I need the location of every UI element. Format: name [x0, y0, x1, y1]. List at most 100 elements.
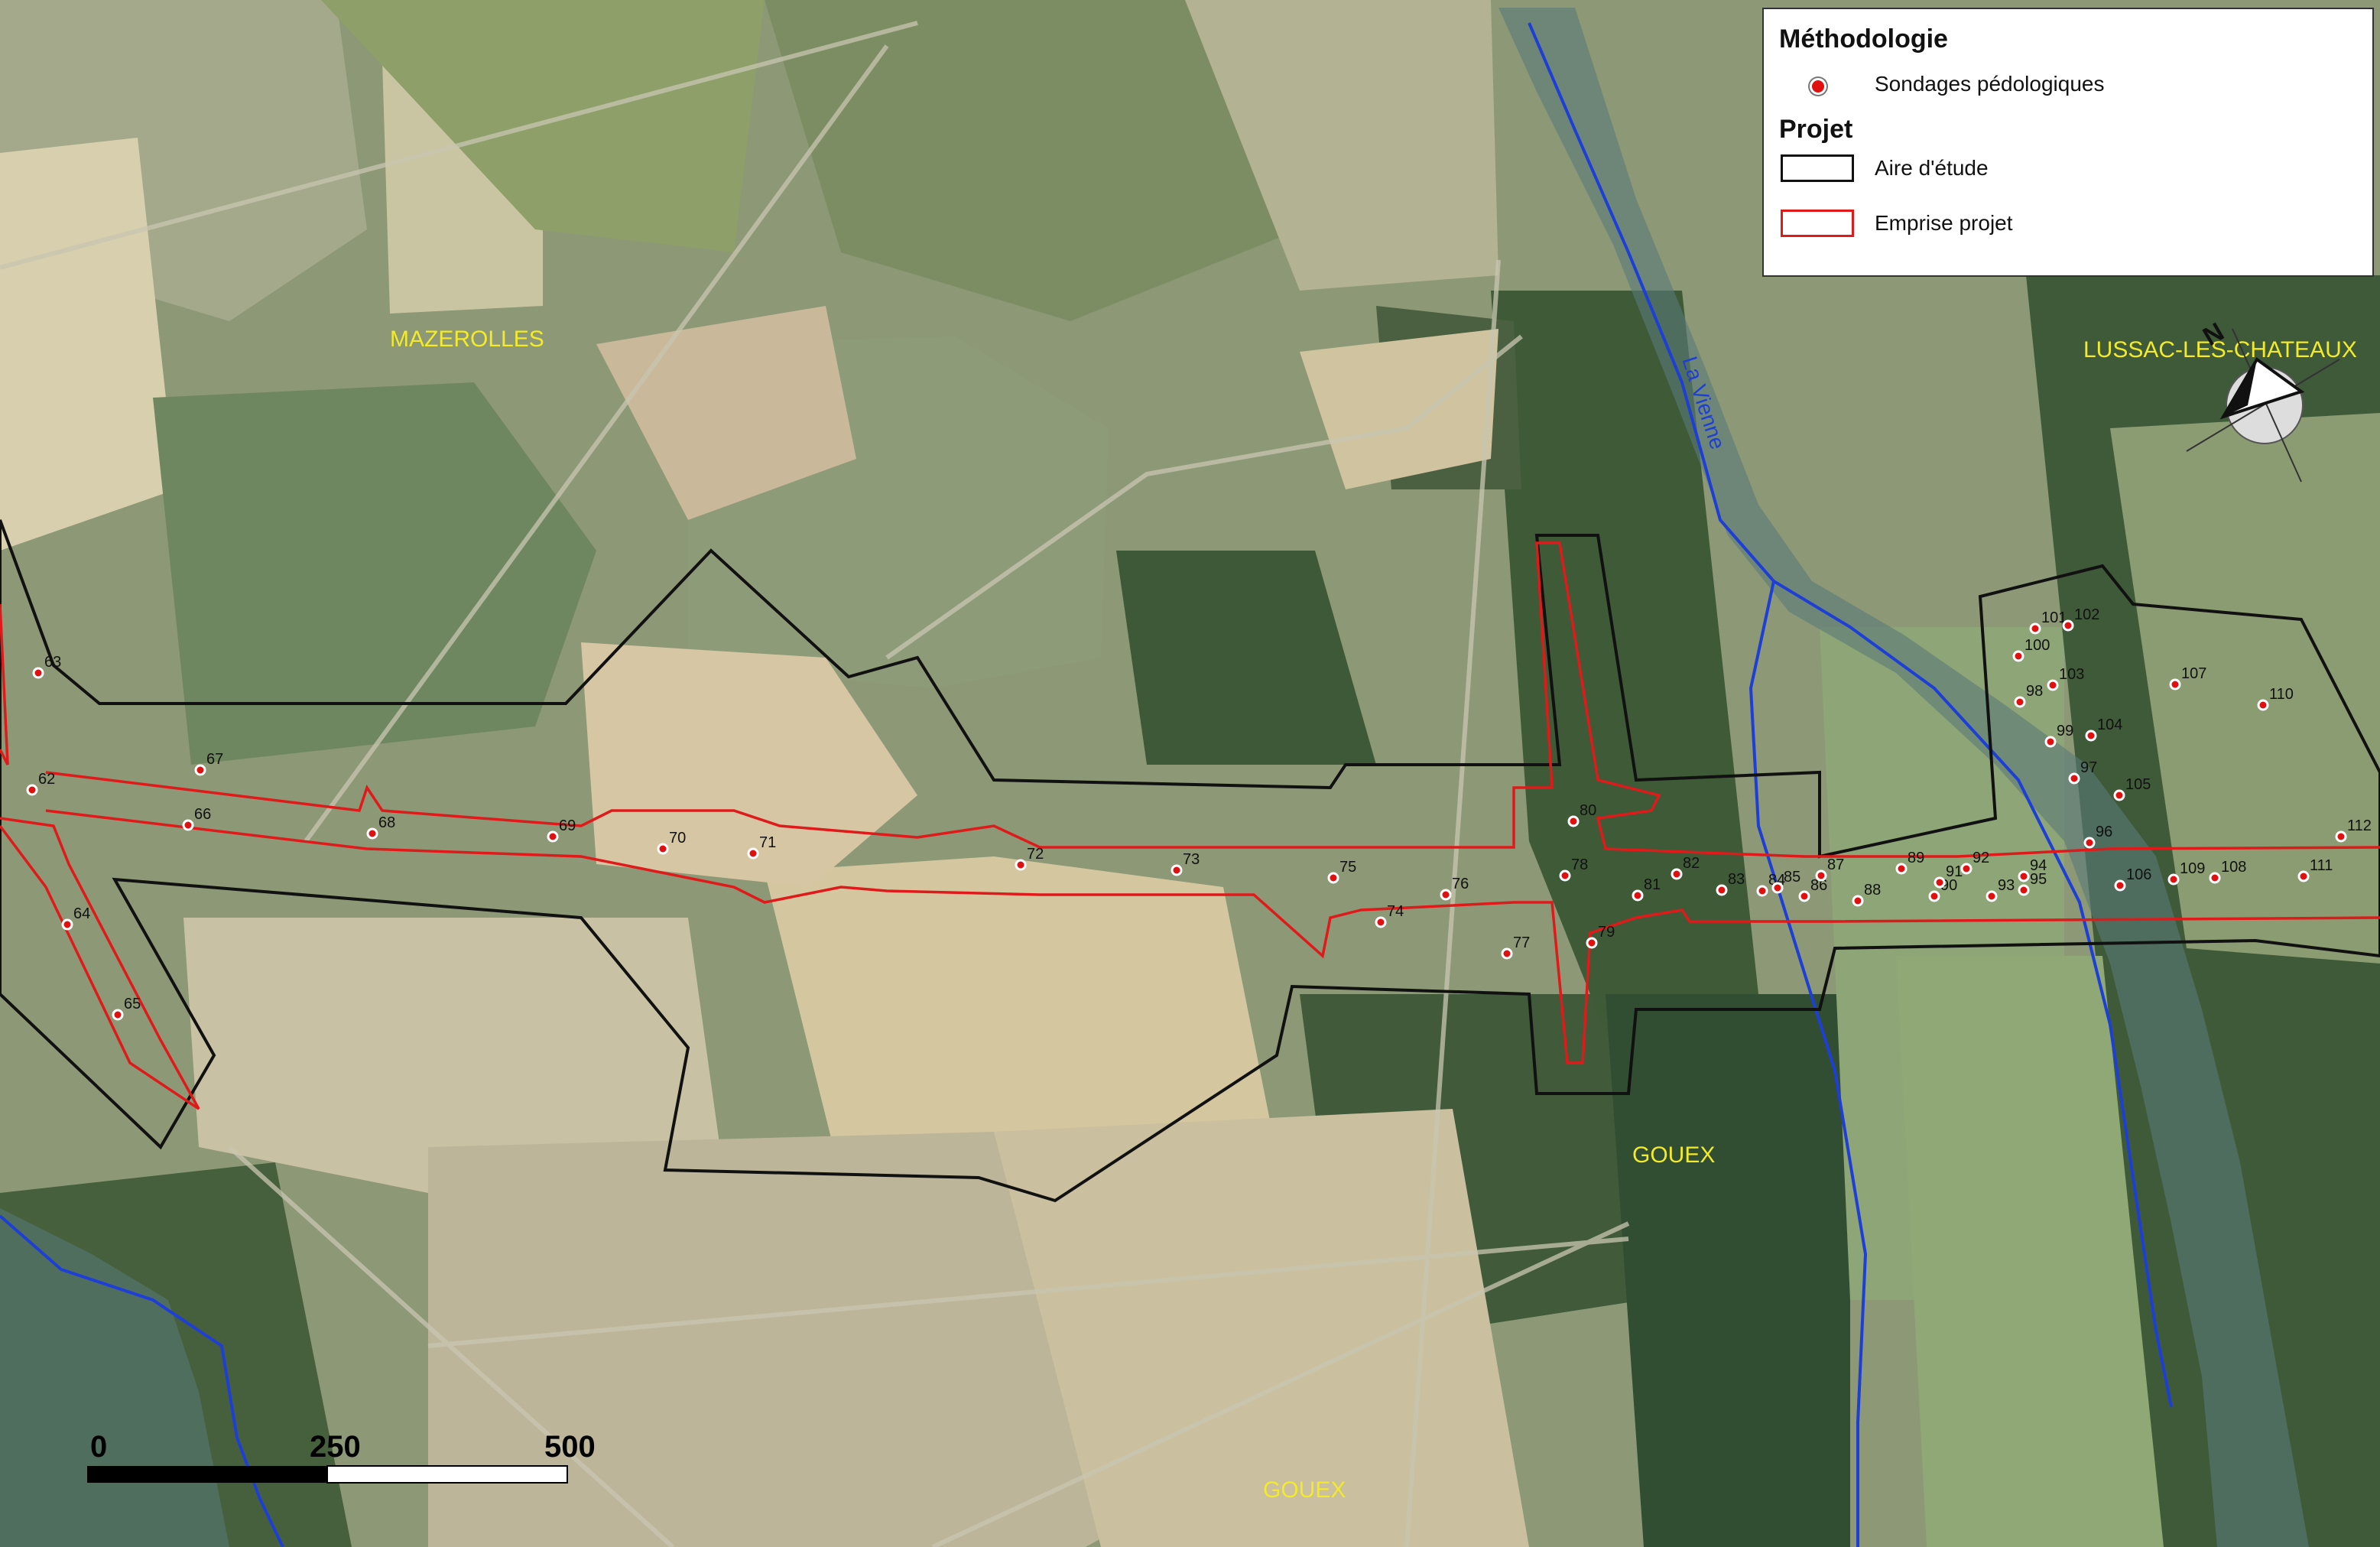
sondage-marker[interactable] [1716, 884, 1728, 896]
sondage-marker[interactable] [2335, 830, 2347, 843]
sondage-marker[interactable] [1567, 815, 1580, 827]
sondage-marker[interactable] [2169, 678, 2181, 691]
sondage-point-101[interactable]: 101 [2029, 609, 2067, 635]
sondage-point-85[interactable]: 85 [1771, 869, 1800, 894]
sondage-point-112[interactable]: 112 [2335, 817, 2372, 843]
sondage-marker[interactable] [2044, 736, 2057, 748]
sondage-marker[interactable] [2068, 772, 2080, 785]
sondage-marker[interactable] [1632, 889, 1644, 902]
sondage-point-98[interactable]: 98 [2014, 683, 2043, 708]
sondage-marker[interactable] [1327, 872, 1339, 884]
sondage-point-86[interactable]: 86 [1798, 877, 1827, 902]
sondage-point-72[interactable]: 72 [1015, 846, 1044, 871]
sondage-marker[interactable] [1756, 885, 1768, 897]
sondage-point-94[interactable]: 94 [2018, 857, 2047, 882]
sondage-marker[interactable] [182, 819, 194, 831]
sondage-marker[interactable] [112, 1009, 124, 1021]
sondage-point-80[interactable]: 80 [1567, 802, 1596, 827]
sondage-marker[interactable] [1440, 889, 1452, 901]
sondage-marker[interactable] [2257, 699, 2269, 711]
sondage-point-103[interactable]: 103 [2047, 666, 2084, 691]
sondage-marker[interactable] [1015, 859, 1027, 871]
sondage-point-110[interactable]: 110 [2257, 686, 2294, 711]
sondage-marker[interactable] [1815, 869, 1827, 882]
sondage-point-64[interactable]: 64 [61, 905, 90, 931]
sondage-point-62[interactable]: 62 [26, 771, 55, 796]
sondage-marker[interactable] [2113, 789, 2125, 801]
sondage-point-99[interactable]: 99 [2044, 723, 2073, 748]
sondage-marker[interactable] [2047, 679, 2059, 691]
sondage-point-105[interactable]: 105 [2113, 776, 2151, 801]
sondage-marker[interactable] [1895, 863, 1908, 875]
sondage-point-96[interactable]: 96 [2083, 824, 2112, 849]
sondage-point-109[interactable]: 109 [2167, 860, 2205, 886]
sondage-point-81[interactable]: 81 [1632, 876, 1661, 902]
sondage-marker[interactable] [194, 764, 206, 776]
sondage-point-102[interactable]: 102 [2062, 606, 2099, 632]
sondage-marker[interactable] [1671, 868, 1683, 880]
sondage-marker[interactable] [2085, 730, 2097, 742]
sondage-marker[interactable] [1771, 882, 1784, 894]
sondage-marker[interactable] [1501, 947, 1513, 960]
sondage-point-83[interactable]: 83 [1716, 871, 1745, 896]
sondage-marker[interactable] [26, 784, 38, 796]
sondage-point-73[interactable]: 73 [1171, 851, 1200, 876]
sondage-marker[interactable] [2114, 879, 2126, 892]
sondage-point-79[interactable]: 79 [1586, 924, 1615, 949]
sondage-point-97[interactable]: 97 [2068, 759, 2097, 785]
sondage-point-75[interactable]: 75 [1327, 859, 1356, 884]
sondage-point-104[interactable]: 104 [2085, 717, 2122, 742]
sondage-point-77[interactable]: 77 [1501, 934, 1530, 960]
sondage-point-67[interactable]: 67 [194, 751, 223, 776]
sondage-marker[interactable] [2014, 696, 2026, 708]
sondage-marker[interactable] [2062, 619, 2074, 632]
sondage-marker[interactable] [1586, 937, 1598, 949]
sondage-point-63[interactable]: 63 [32, 654, 61, 679]
sondage-marker[interactable] [2083, 837, 2096, 849]
sondage-marker[interactable] [1559, 869, 1571, 882]
sondage-marker[interactable] [366, 827, 378, 840]
sondage-point-70[interactable]: 70 [657, 830, 686, 855]
sondage-marker[interactable] [747, 847, 759, 860]
sondage-point-69[interactable]: 69 [547, 817, 576, 843]
sondage-point-65[interactable]: 65 [112, 996, 141, 1021]
sondage-marker[interactable] [1375, 916, 1387, 928]
sondage-point-82[interactable]: 82 [1671, 855, 1700, 880]
sondage-marker[interactable] [32, 667, 44, 679]
sondage-marker[interactable] [2018, 884, 2030, 896]
sondage-point-106[interactable]: 106 [2114, 866, 2151, 892]
sondage-point-78[interactable]: 78 [1559, 856, 1588, 882]
sondage-marker[interactable] [547, 830, 559, 843]
sondage-point-100[interactable]: 100 [2012, 637, 2050, 662]
sondage-point-107[interactable]: 107 [2169, 665, 2206, 691]
sondage-point-88[interactable]: 88 [1852, 882, 1881, 907]
sondage-marker[interactable] [2018, 870, 2030, 882]
sondage-point-76[interactable]: 76 [1440, 876, 1469, 901]
sondage-point-95[interactable]: 95 [2018, 871, 2047, 896]
sondage-point-111[interactable]: 111 [2297, 857, 2333, 882]
sondage-point-87[interactable]: 87 [1815, 856, 1844, 882]
sondage-marker[interactable] [2029, 622, 2041, 635]
sondage-point-91[interactable]: 91 [1934, 863, 1963, 889]
sondage-point-93[interactable]: 93 [1985, 877, 2015, 902]
sondage-marker[interactable] [2297, 870, 2310, 882]
sondage-point-71[interactable]: 71 [747, 834, 776, 860]
sondage-marker[interactable] [657, 843, 669, 855]
sondage-marker[interactable] [1934, 876, 1946, 889]
sondage-point-74[interactable]: 74 [1375, 903, 1404, 928]
sondage-marker[interactable] [1960, 863, 1973, 875]
sondage-marker[interactable] [2012, 650, 2024, 662]
sondage-marker[interactable] [61, 918, 73, 931]
sondage-point-68[interactable]: 68 [366, 814, 395, 840]
sondage-marker[interactable] [1798, 890, 1810, 902]
sondage-marker[interactable] [2209, 872, 2221, 884]
sondage-marker[interactable] [1852, 895, 1864, 907]
sondage-marker[interactable] [1928, 890, 1940, 902]
sondage-marker[interactable] [1985, 890, 1998, 902]
sondage-marker[interactable] [2167, 873, 2180, 886]
sondage-point-66[interactable]: 66 [182, 806, 211, 831]
sondage-point-108[interactable]: 108 [2209, 859, 2246, 884]
sondage-point-89[interactable]: 89 [1895, 850, 1924, 875]
sondage-point-92[interactable]: 92 [1960, 850, 1989, 875]
sondage-marker[interactable] [1171, 864, 1183, 876]
